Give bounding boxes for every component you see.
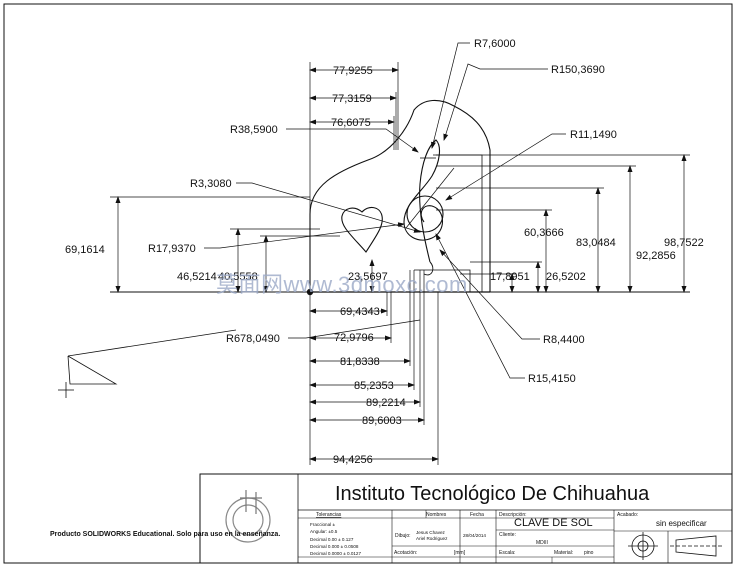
dim-46-5214: 46,5214: [177, 271, 217, 283]
dim-69-1614: 69,1614: [65, 244, 105, 256]
material-value: pino: [584, 550, 594, 556]
projection-symbol-icon: [628, 532, 722, 560]
tolerance-row: Fraccional ±: [310, 522, 335, 527]
label-fecha: Fecha: [470, 512, 484, 518]
radius-7-6000: R7,6000: [474, 38, 516, 50]
tolerance-row: Decimal 0.000 ± 0.0508: [310, 544, 359, 549]
label-dibujo: Dibujo:: [395, 533, 411, 539]
label-cliente: Cliente:: [499, 532, 516, 538]
sketch-zigzag: [58, 329, 237, 398]
dim-94-4256: 94,4256: [333, 454, 373, 466]
tolerance-row: Decimal 0.0000 ± 0.0127: [310, 551, 361, 556]
dim-40-5558: 40,5558: [218, 271, 258, 283]
dim-85-2353: 85,2353: [354, 380, 394, 392]
dim-69-4343: 69,4343: [340, 306, 380, 318]
tolerance-row: Decimal 0.00 ± 0.127: [310, 537, 354, 542]
radius-15-4150: R15,4150: [528, 373, 576, 385]
units-value: [mm]: [454, 550, 466, 556]
drawn-by-name: Jesus Chavez: [416, 530, 446, 535]
dim-17-8951: 17,8951: [490, 271, 530, 283]
radius-8-4400: R8,4400: [543, 334, 585, 346]
dim-83-0484: 83,0484: [576, 237, 616, 249]
label-material: Material:: [554, 550, 573, 556]
dim-76-6075: 76,6075: [331, 117, 371, 129]
client-value: MDIII: [536, 540, 548, 546]
gear-logo-icon: [225, 490, 271, 543]
dim-89-6003: 89,6003: [362, 415, 402, 427]
dim-77-9255: 77,9255: [333, 65, 373, 77]
institution-title: Instituto Tecnológico De Chihuahua: [335, 483, 650, 505]
dim-26-5202: 26,5202: [546, 271, 586, 283]
description-value: CLAVE DE SOL: [514, 517, 593, 529]
title-block: Instituto Tecnológico De Chihuahua Produ…: [50, 473, 733, 564]
watermark-text: 莫面网www.3dmoxc.com: [216, 272, 468, 297]
dim-23-5697: 23,5697: [348, 271, 388, 283]
educational-notice: Producto SOLIDWORKS Educational. Solo pa…: [50, 531, 280, 538]
finish-value: sin especificar: [656, 519, 707, 528]
label-descripcion: Descripción:: [499, 512, 527, 518]
drawn-by-name: Ariel Rodriguez: [416, 536, 448, 541]
dim-72-9796: 72,9796: [334, 332, 374, 344]
dim-98-7522: 98,7522: [664, 237, 704, 249]
dim-60-3666: 60,3666: [524, 227, 564, 239]
label-acabado: Acabado:: [617, 512, 638, 518]
radius-3-3080: R3,3080: [190, 178, 232, 190]
dim-77-3159: 77,3159: [332, 93, 372, 105]
dimension-labels: 77,9255 77,3159 76,6075 69,4343 72,9796 …: [65, 38, 704, 466]
radius-17-9370: R17,9370: [148, 243, 196, 255]
dim-92-2856: 92,2856: [636, 250, 676, 262]
radius-678-0490: R678,0490: [226, 333, 280, 345]
tolerances-header: Tolerancias: [316, 512, 342, 518]
dim-81-8338: 81,8338: [340, 356, 380, 368]
radius-38-5900: R38,5900: [230, 124, 278, 136]
heart-shape: [341, 207, 383, 253]
radius-leaders: [204, 42, 566, 379]
vertical-dimensions: [110, 154, 690, 293]
label-escala: Escala:: [499, 550, 515, 556]
horizontal-dimensions: [309, 62, 439, 465]
drawing-date: 28/04/2014: [463, 533, 486, 538]
tolerance-row: Angular: ±0.5: [310, 529, 338, 534]
dim-89-2214: 89,2214: [366, 397, 406, 409]
clef-circle: [406, 195, 444, 233]
radius-11-1490: R11,1490: [570, 129, 617, 141]
label-acotacion: Acotación:: [394, 550, 417, 556]
label-nombres: Nombres: [426, 512, 447, 518]
radius-150-3690: R150,3690: [551, 64, 605, 76]
